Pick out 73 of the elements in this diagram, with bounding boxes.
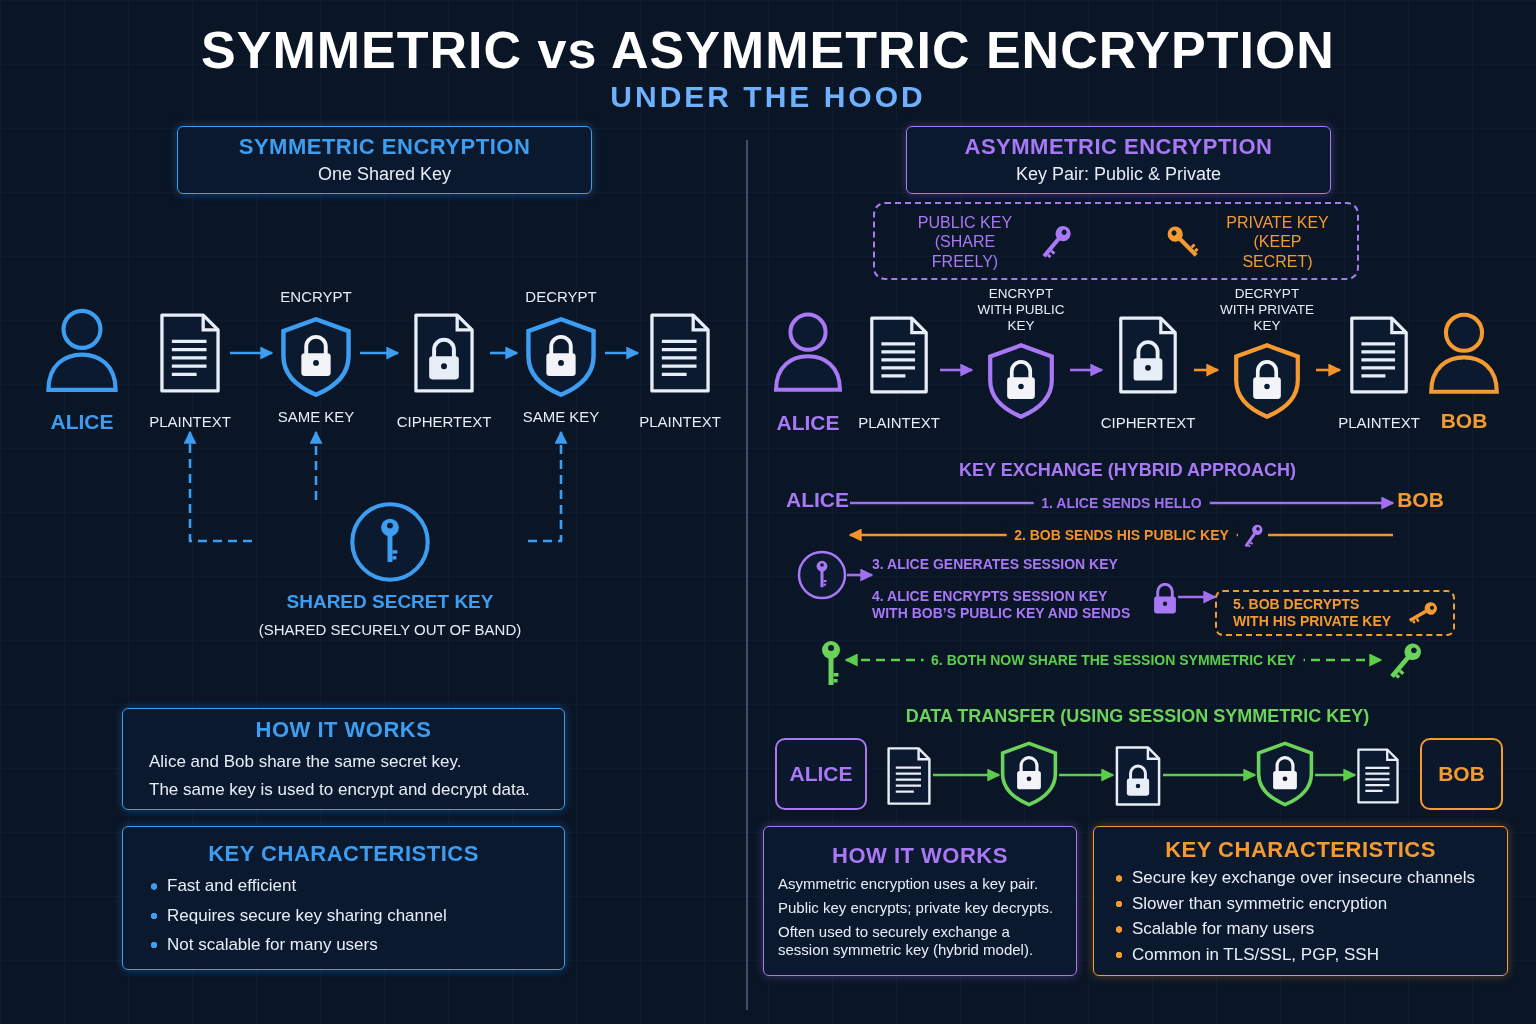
key-label: PUBLIC KEY (SHARE FREELY) [916, 213, 1014, 271]
step-caption: DECRYPT WITH PRIVATE KEY [1219, 285, 1315, 335]
person-name: BOB [1440, 408, 1488, 434]
dashed-arrow [528, 430, 568, 543]
panel-heading: HOW IT WORKS [832, 842, 1008, 870]
panel-heading: KEY CHARACTERISTICS [208, 840, 479, 868]
step-caption: ENCRYPT WITH PUBLIC KEY [976, 285, 1066, 335]
dashed-panel [873, 202, 1359, 280]
subtitle: UNDER THE HOOD [609, 80, 927, 114]
body-text: Asymmetric encryption uses a key pair. [778, 875, 1040, 894]
dashed-arrow [183, 430, 252, 543]
panel-subtitle: One Shared Key [317, 164, 452, 186]
step-text: 4. ALICE ENCRYPTS SESSION KEY WITH BOB’S PUBLIC KEY AND SENDS [872, 588, 1132, 622]
panel-heading: KEY CHARACTERISTICS [1165, 837, 1436, 864]
section-heading: DATA TRANSFER (USING SESSION SYMMETRIC KEY) [905, 706, 1370, 728]
arrow [1070, 363, 1104, 377]
node-label: CIPHERTEXT [396, 413, 492, 431]
arrow [1315, 768, 1357, 782]
info-panel [1093, 826, 1508, 976]
dashed-callout [1215, 590, 1455, 636]
step-text: 3. ALICE GENERATES SESSION KEY [872, 555, 1118, 573]
panel-heading: ASYMMETRIC ENCRYPTION [964, 134, 1273, 161]
section-heading: KEY EXCHANGE (HYBRID APPROACH) [958, 460, 1296, 482]
body-text: Public key encrypts; private key decrypts. [778, 899, 1055, 918]
participant-name: ALICE [786, 487, 849, 513]
edge-label: 1. ALICE SENDS HELLO [1033, 494, 1210, 512]
participant-box [1420, 738, 1503, 810]
info-panel [122, 708, 565, 810]
arrow [1059, 768, 1115, 782]
participant-name: BOB [1438, 761, 1485, 787]
panel-subtitle: Key Pair: Public & Private [1015, 164, 1222, 186]
edge-label: 6. BOTH NOW SHARE THE SESSION SYMMETRIC KEY [923, 651, 1304, 669]
panel-heading: SYMMETRIC ENCRYPTION [238, 134, 531, 161]
panel-heading: HOW IT WORKS [255, 717, 432, 744]
arrow [940, 363, 974, 377]
step-caption: DECRYPT [525, 288, 597, 306]
arrow [605, 346, 640, 360]
arrow [490, 346, 519, 360]
dashed-arrow [309, 430, 323, 500]
person-name: ALICE [50, 409, 114, 435]
arrow [933, 768, 1001, 782]
node-label: PLAINTEXT [1338, 414, 1420, 432]
key-label: PRIVATE KEY (KEEP SECRET) [1225, 213, 1330, 271]
node-label: PLAINTEXT [858, 414, 940, 432]
info-panel [122, 826, 565, 970]
person-name: ALICE [776, 410, 840, 436]
info-panel [177, 126, 592, 194]
arrow [1194, 363, 1220, 377]
participant-name: ALICE [789, 761, 853, 787]
body-text: Alice and Bob share the same secret key. [149, 751, 463, 773]
node-label: SAME KEY [277, 408, 355, 426]
node-label: PLAINTEXT [639, 413, 721, 431]
arrow [230, 346, 274, 360]
arrow [1163, 768, 1257, 782]
participant-name: BOB [1397, 487, 1444, 513]
node-label: CIPHERTEXT [1100, 414, 1196, 432]
info-panel [906, 126, 1331, 194]
participant-box [775, 738, 867, 810]
body-text: The same key is used to encrypt and decrypt data. [149, 780, 531, 801]
step-text: 5. BOB DECRYPTS WITH HIS PRIVATE KEY [1233, 596, 1393, 630]
body-text: Often used to securely exchange a session symmetric key (hybrid model). [778, 923, 1035, 960]
edge-label: 2. BOB SENDS HIS PUBLIC KEY [1006, 526, 1237, 544]
note-text: (SHARED SECURELY OUT OF BAND) [258, 621, 522, 640]
arrow [1316, 363, 1342, 377]
key-label: SHARED SECRET KEY [286, 590, 494, 614]
node-label: PLAINTEXT [149, 413, 231, 431]
info-panel [763, 826, 1077, 976]
arrow [360, 346, 400, 360]
node-label: SAME KEY [522, 408, 600, 426]
step-caption: ENCRYPT [280, 288, 352, 306]
arrow [1178, 590, 1217, 604]
arrow [847, 568, 874, 582]
title: SYMMETRIC vs ASYMMETRIC ENCRYPTION [200, 20, 1336, 80]
